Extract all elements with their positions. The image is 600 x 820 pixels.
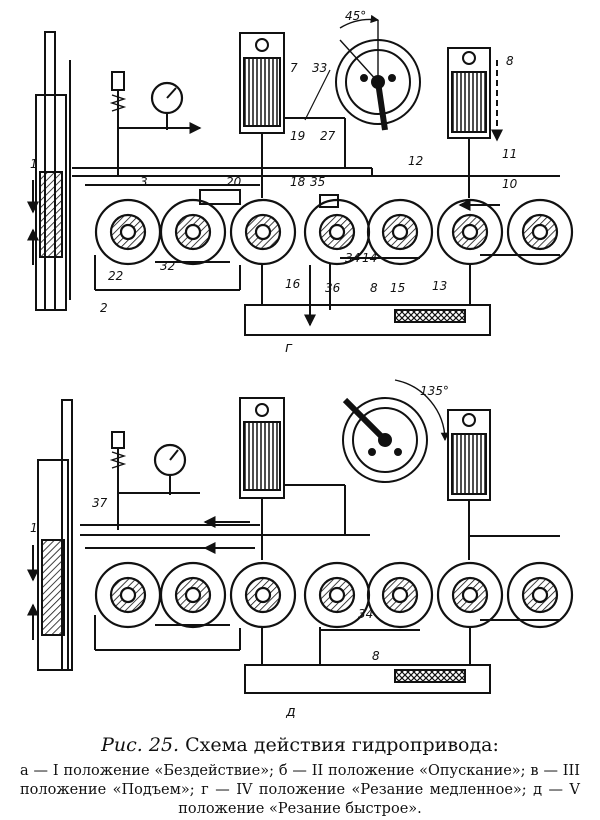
label-part-2: 2 xyxy=(100,301,108,315)
caption-lead: Рис. 25. xyxy=(101,734,180,756)
label-part-20: 20 xyxy=(226,175,242,189)
label-part-8: 8 xyxy=(370,281,378,295)
label-part-36: 36 xyxy=(325,281,341,295)
diagram-panel-d xyxy=(27,379,574,694)
diagram-panel-g xyxy=(27,14,574,336)
label-part-22: 22 xyxy=(108,269,123,283)
figure-caption-title: Рис. 25. Схема действия гидропривода: xyxy=(20,734,580,756)
label-part-1: 1 xyxy=(30,157,38,171)
label-panel-d: д xyxy=(285,704,296,720)
label-part-8-bottom: 8 xyxy=(372,649,380,663)
label-part-12: 12 xyxy=(408,154,423,168)
label-part-14: 14 xyxy=(362,251,377,265)
hydraulic-diagram: 1 2 3 7 8 8 10 11 12 13 14 15 16 18 19 2… xyxy=(27,9,574,720)
label-part-1-bottom: 1 xyxy=(30,521,38,535)
label-part-13: 13 xyxy=(432,279,447,293)
label-part-34: 34 xyxy=(345,251,360,265)
label-part-8b: 8 xyxy=(506,54,514,68)
label-angle-135: 135° xyxy=(420,384,449,398)
label-part-32: 32 xyxy=(160,259,175,273)
label-part-34-bottom: 34 xyxy=(358,607,373,621)
label-part-3: 3 xyxy=(140,175,148,189)
label-part-27: 27 xyxy=(320,129,336,143)
label-part-35: 35 xyxy=(310,175,325,189)
label-part-16: 16 xyxy=(285,277,301,291)
caption-title-text: Схема действия гидропривода: xyxy=(185,734,499,756)
label-part-19: 19 xyxy=(290,129,305,143)
label-panel-g: г xyxy=(285,340,293,356)
label-part-18: 18 xyxy=(290,175,306,189)
label-part-11: 11 xyxy=(502,147,517,161)
figure-caption-body: а — I положение «Бездействие»; б — II по… xyxy=(20,763,580,817)
label-part-37: 37 xyxy=(92,496,108,510)
label-part-33: 33 xyxy=(312,61,327,75)
label-part-10: 10 xyxy=(502,177,518,191)
label-part-15: 15 xyxy=(390,281,405,295)
label-angle-45: 45° xyxy=(345,9,366,23)
label-part-7: 7 xyxy=(290,61,298,75)
